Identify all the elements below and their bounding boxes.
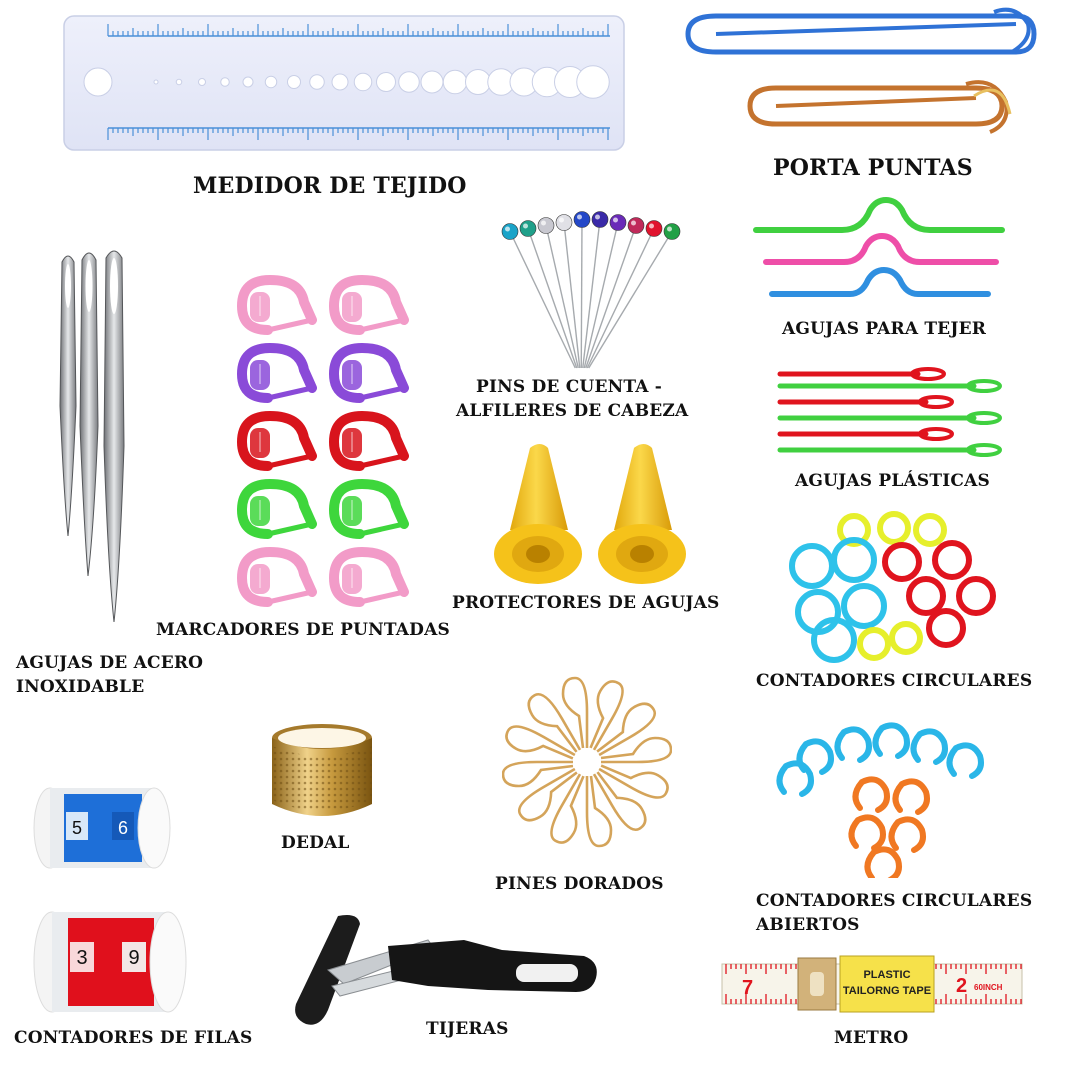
row-counter-blue-image: 5 6 <box>33 787 171 869</box>
open-ring-markers-label-1: CONTADORES CIRCULARES <box>756 891 1033 911</box>
scissors-image <box>295 915 597 1025</box>
thimble-image <box>272 724 372 816</box>
row-counter-blue-left-digit: 5 <box>72 818 82 838</box>
scissors-label: TIJERAS <box>426 1019 509 1039</box>
ring-markers-image <box>789 511 996 663</box>
row-counter-red-right-digit: 9 <box>128 947 139 969</box>
open-ring-markers-image <box>776 722 984 878</box>
stitch-markers-label: MARCADORES DE PUNTADAS <box>156 620 450 640</box>
point-protectors-label: PROTECTORES DE AGUJAS <box>452 593 720 613</box>
gold-pins-image <box>502 676 672 848</box>
row-counters-label: CONTADORES DE FILAS <box>14 1028 253 1048</box>
point-protectors-image <box>494 444 686 584</box>
knitting-gauge-image <box>63 15 625 151</box>
row-counter-red-image: 3 9 <box>33 911 187 1013</box>
knitting-gauge-label: MEDIDOR DE TEJIDO <box>193 173 467 199</box>
row-counter-blue-right-digit: 6 <box>118 818 128 838</box>
plastic-needles-label: AGUJAS PLÁSTICAS <box>795 471 990 491</box>
open-ring-markers-label-2: ABIERTOS <box>756 915 860 935</box>
cable-needles-label: AGUJAS PARA TEJER <box>782 319 987 339</box>
stitch-markers-image <box>236 274 409 607</box>
tape-right-number: 2 <box>956 975 967 997</box>
steel-needles-image <box>59 250 125 623</box>
plastic-needles-image <box>777 367 1002 457</box>
tape-right-unit: 60INCH <box>974 983 1003 992</box>
tape-badge-line-1: PLASTIC <box>863 969 910 981</box>
ring-markers-label: CONTADORES CIRCULARES <box>756 671 1033 691</box>
stitch-holders-image <box>685 7 1037 134</box>
tape-measure-label: METRO <box>834 1028 909 1048</box>
pearl-pins-image <box>501 211 681 369</box>
row-counter-red-left-digit: 3 <box>76 947 87 969</box>
tape-left-number: 7 <box>742 977 753 999</box>
pearl-pins-label-2: ALFILERES DE CABEZA <box>456 401 689 421</box>
steel-needles-label-2: INOXIDABLE <box>16 677 145 697</box>
pearl-pins-label-1: PINS DE CUENTA - <box>476 377 663 397</box>
tape-badge-line-2: TAILORNG TAPE <box>843 985 931 997</box>
thimble-label: DEDAL <box>281 833 350 853</box>
gold-pins-label: PINES DORADOS <box>495 874 664 894</box>
stitch-holders-label: PORTA PUNTAS <box>773 155 973 181</box>
cable-needles-image <box>753 196 1005 297</box>
steel-needles-label-1: AGUJAS DE ACERO <box>16 653 204 673</box>
tape-measure-image: 7 PLASTIC TAILORNG TAPE 2 60INCH <box>721 955 1023 1013</box>
